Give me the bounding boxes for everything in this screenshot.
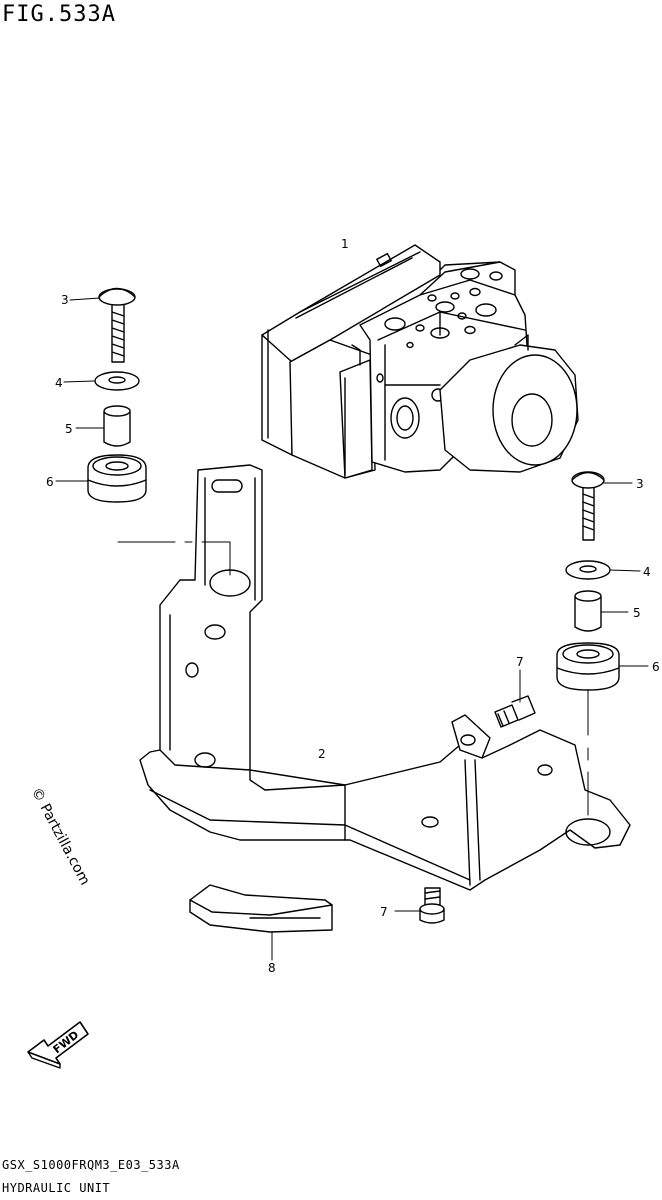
flange-bolt-lower — [419, 887, 445, 924]
callout-4-right: 4 — [643, 565, 651, 579]
callout-7-lower: 7 — [380, 905, 388, 919]
callout-5-left: 5 — [65, 422, 73, 436]
figure-title: FIG.533A — [2, 2, 116, 27]
leader-lines — [55, 297, 649, 961]
figure-name: HYDRAULIC UNIT — [2, 1181, 111, 1195]
collar-right — [574, 590, 602, 632]
figure-code: GSX_S1000FRQM3_E03_533A — [2, 1158, 180, 1172]
callout-7-upper: 7 — [516, 655, 524, 669]
callout-6-right: 6 — [652, 660, 660, 674]
callout-3-left: 3 — [61, 293, 69, 307]
bolt-right — [571, 471, 605, 541]
grommet-right — [556, 642, 620, 691]
callout-8: 8 — [268, 961, 276, 975]
callout-6-left: 6 — [46, 475, 54, 489]
callout-labels: 1 2 3 3 4 4 5 5 6 6 7 7 8 — [46, 237, 660, 975]
callout-4-left: 4 — [55, 376, 63, 390]
callout-2: 2 — [318, 747, 326, 761]
fwd-arrow-icon: FWD — [27, 1021, 89, 1069]
collar-left — [103, 405, 131, 447]
grommet-left — [87, 454, 147, 503]
washer-left — [94, 371, 140, 391]
cover-plate — [189, 884, 333, 933]
washer-right — [565, 560, 611, 580]
bracket — [139, 464, 631, 891]
callout-1: 1 — [341, 237, 349, 251]
callout-3-right: 3 — [636, 477, 644, 491]
flange-bolt-upper — [494, 695, 536, 728]
callout-5-right: 5 — [633, 606, 641, 620]
hydraulic-unit — [261, 244, 579, 479]
bolt-left — [98, 287, 136, 363]
